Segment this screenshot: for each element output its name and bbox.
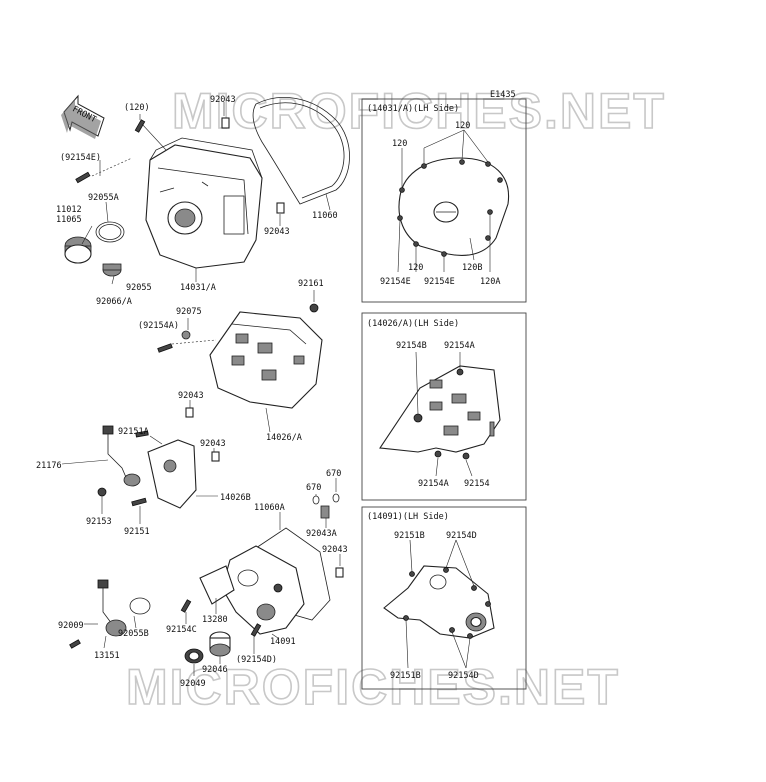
dowel-pin-92043-mid (276, 202, 285, 214)
front-arrow-icon: FRONT (61, 94, 105, 139)
label-14031a: 14031/A (180, 283, 216, 293)
bolt-92154d (250, 623, 262, 637)
label-92154c: 92154C (166, 625, 197, 635)
detail-panel-14031a: (14031/A)(LH Side) 120 120 120 120B 9215… (361, 98, 527, 303)
watermark-top: MICROFICHES.NET (172, 83, 666, 139)
plug-92066a (102, 263, 122, 277)
p1-label-120b: 120B (462, 263, 482, 273)
panel-title-14026a: (14026/A)(LH Side) (367, 319, 459, 329)
label-92055b: 92055B (118, 629, 149, 639)
label-92151: 92151 (124, 527, 150, 537)
bracket-14026b (147, 439, 197, 509)
dowel-92043a (320, 505, 330, 519)
label-11060a: 11060A (254, 503, 285, 513)
sensor-13151 (97, 579, 127, 637)
p3-label-92151b-top: 92151B (394, 531, 425, 541)
label-21176: 21176 (36, 461, 62, 471)
label-11012: 11012 (56, 205, 82, 215)
label-92009: 92009 (58, 621, 84, 631)
o-ring-670-a (312, 495, 320, 505)
label-11060: 11060 (312, 211, 338, 221)
bolt-120 (134, 119, 167, 151)
bolt-92154e (75, 157, 133, 184)
detail-panel-14026a: (14026/A)(LH Side) 92154B 92154A 92154A … (361, 312, 527, 501)
label-670-b: 670 (326, 469, 341, 479)
o-ring-670-b (332, 493, 340, 503)
p1-label-120-left: 120 (392, 139, 407, 149)
leader-lines (61, 102, 341, 676)
label-13151: 13151 (94, 651, 120, 661)
label-92049: 92049 (180, 679, 206, 689)
cover-14091 (221, 545, 305, 635)
label-92043-top: 92043 (210, 95, 236, 105)
cover-14026a (209, 311, 323, 409)
panel-title-14091: (14091)(LH Side) (367, 512, 449, 522)
p2-label-92154a-top: 92154A (444, 341, 475, 351)
p1-label-92154e-b: 92154E (424, 277, 455, 287)
p3-label-92151b-bottom: 92151B (390, 671, 421, 681)
label-92043a: 92043A (306, 529, 337, 539)
dowel-pin-92043-c (185, 407, 194, 418)
seal-92049 (184, 648, 204, 664)
label-670-a: 670 (306, 483, 321, 493)
washer-92075 (181, 330, 191, 340)
p1-label-120a: 120A (480, 277, 500, 287)
label-92154d: (92154D) (236, 655, 277, 665)
bolt-92151a (135, 430, 149, 438)
cap-11012 (64, 236, 92, 264)
bolt-92009 (69, 639, 81, 649)
p1-label-92154e-a: 92154E (380, 277, 411, 287)
label-92043-mid: 92043 (264, 227, 290, 237)
label-92153: 92153 (86, 517, 112, 527)
detail-panel-14091: (14091)(LH Side) 92151B 92154D 92151B 92… (361, 506, 527, 690)
watermark-bottom: MICROFICHES.NET (126, 659, 620, 715)
o-ring-92055a (95, 221, 125, 243)
dowel-pin-92043-top (221, 117, 230, 129)
label-92043-e: 92043 (322, 545, 348, 555)
label-92055a: 92055A (88, 193, 119, 203)
diagram-id: E1435 (490, 90, 516, 100)
dowel-pin-92043-e (335, 567, 344, 578)
p1-label-120-top: 120 (455, 121, 470, 131)
p2-label-92154b: 92154B (396, 341, 427, 351)
p3-label-92154d-bottom: 92154D (448, 671, 479, 681)
label-92046: 92046 (202, 665, 228, 675)
label-92154a: (92154A) (138, 321, 179, 331)
label-92043-c: 92043 (178, 391, 204, 401)
p2-label-92154a-bottom: 92154A (418, 479, 449, 489)
o-ring-92055b (129, 597, 151, 615)
bolt-92153 (97, 487, 107, 497)
label-11065: 11065 (56, 215, 82, 225)
p2-label-92154: 92154 (464, 479, 490, 489)
engine-cover-14031a (145, 137, 263, 269)
label-92055: 92055 (126, 283, 152, 293)
bolt-92154c (180, 599, 192, 613)
panel-title-14031a: (14031/A)(LH Side) (367, 104, 459, 114)
bolt-92151 (131, 497, 147, 507)
bolt-92154a (157, 339, 217, 353)
label-14026a: 14026/A (266, 433, 302, 443)
dowel-pin-92043-d (211, 451, 220, 462)
bushing-92046 (209, 631, 231, 657)
label-92066a: 92066/A (96, 297, 132, 307)
label-120: (120) (124, 103, 150, 113)
sensor-21176 (102, 425, 141, 487)
label-92151a: 92151A (118, 427, 149, 437)
label-92154e: (92154E) (60, 153, 101, 163)
label-92161: 92161 (298, 279, 324, 289)
gasket-11060 (252, 97, 350, 205)
label-13280: 13280 (202, 615, 228, 625)
label-92043-d: 92043 (200, 439, 226, 449)
p3-label-92154d-top: 92154D (446, 531, 477, 541)
label-14026b: 14026B (220, 493, 251, 503)
nut-92161 (309, 303, 319, 313)
label-92075: 92075 (176, 307, 202, 317)
p1-label-120-bottom: 120 (408, 263, 423, 273)
bracket-13280 (199, 565, 235, 605)
label-14091: 14091 (270, 637, 296, 647)
